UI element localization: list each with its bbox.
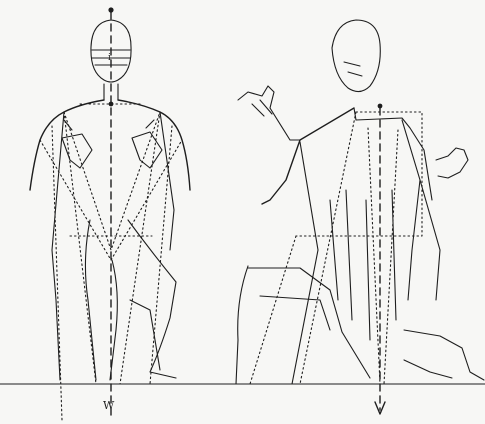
right-robe-back-fold [402, 120, 420, 300]
right-sleeve-right [420, 180, 440, 300]
left-fingers [64, 120, 154, 130]
right-raised-hand [238, 86, 300, 140]
right-back-foot [404, 330, 484, 380]
left-torso-left-side [52, 112, 64, 380]
left-construction-v [64, 112, 160, 250]
right-fingers-left [252, 100, 272, 116]
left-shoulder-left [30, 100, 104, 190]
right-back-sole [404, 360, 452, 378]
right-front-thigh [236, 266, 248, 384]
left-chin-mark-label: i [108, 54, 111, 63]
left-figure [30, 7, 190, 420]
right-construction-diagonals [250, 112, 356, 384]
left-center-mark-label: W [103, 400, 114, 411]
right-raised-hand-b [436, 148, 468, 178]
right-head [332, 20, 380, 92]
right-shin-fold [260, 296, 330, 330]
right-knee-line [248, 268, 370, 378]
right-figure [236, 20, 484, 414]
right-robe-folds [330, 190, 396, 340]
left-leg-left [85, 220, 96, 380]
right-robe-front [292, 142, 318, 384]
right-face-guides [344, 62, 362, 76]
left-shoulder-right [118, 100, 190, 190]
left-leg-right [128, 220, 176, 378]
right-shoulder-back [354, 108, 432, 200]
